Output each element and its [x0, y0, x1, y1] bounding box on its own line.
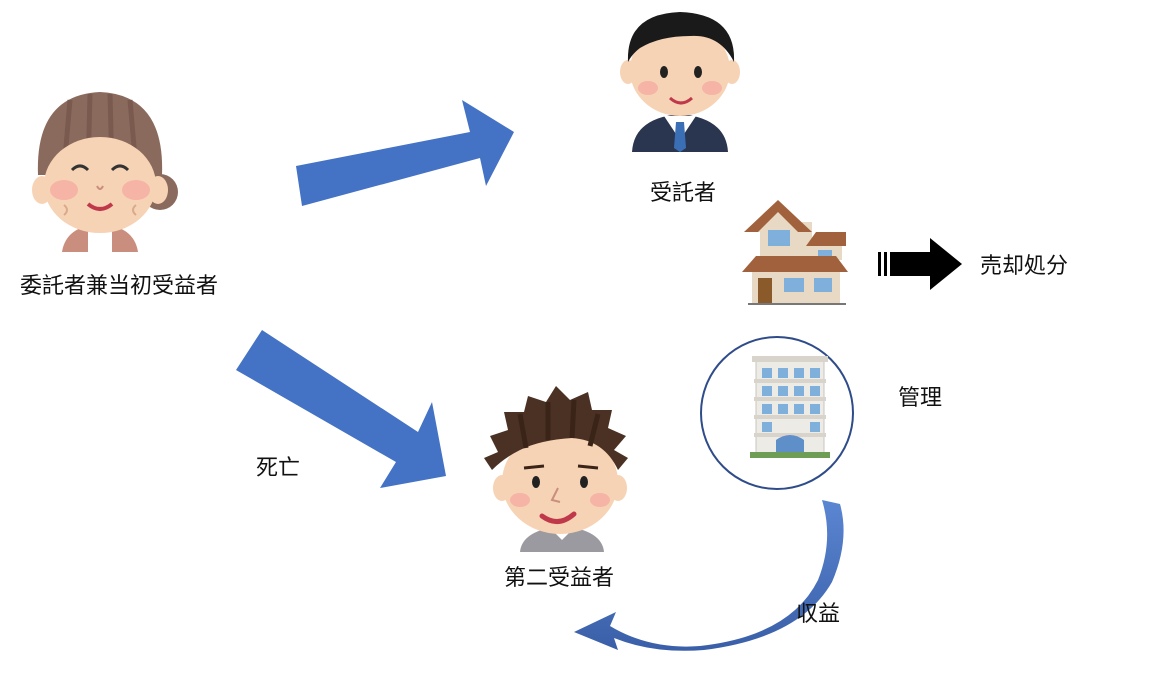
sale-arrow [878, 238, 962, 290]
settlor-label: 委託者兼当初受益者 [20, 274, 219, 299]
management-label: 管理 [898, 386, 943, 411]
second-beneficiary-label: 第二受益者 [504, 566, 615, 591]
income-label: 収益 [796, 602, 841, 627]
young-man-icon [484, 386, 628, 552]
income-curved-arrow [574, 500, 844, 651]
businessman-icon [620, 12, 740, 152]
apartment-building-icon [750, 356, 830, 458]
house-icon [742, 200, 848, 305]
transfer-arrow-to-trustee [296, 100, 514, 206]
death-arrow-to-second-beneficiary [236, 330, 446, 488]
sale-label: 売却処分 [980, 254, 1069, 279]
elderly-woman-icon [32, 92, 178, 252]
trustee-label: 受託者 [650, 181, 717, 206]
death-label: 死亡 [256, 456, 301, 481]
